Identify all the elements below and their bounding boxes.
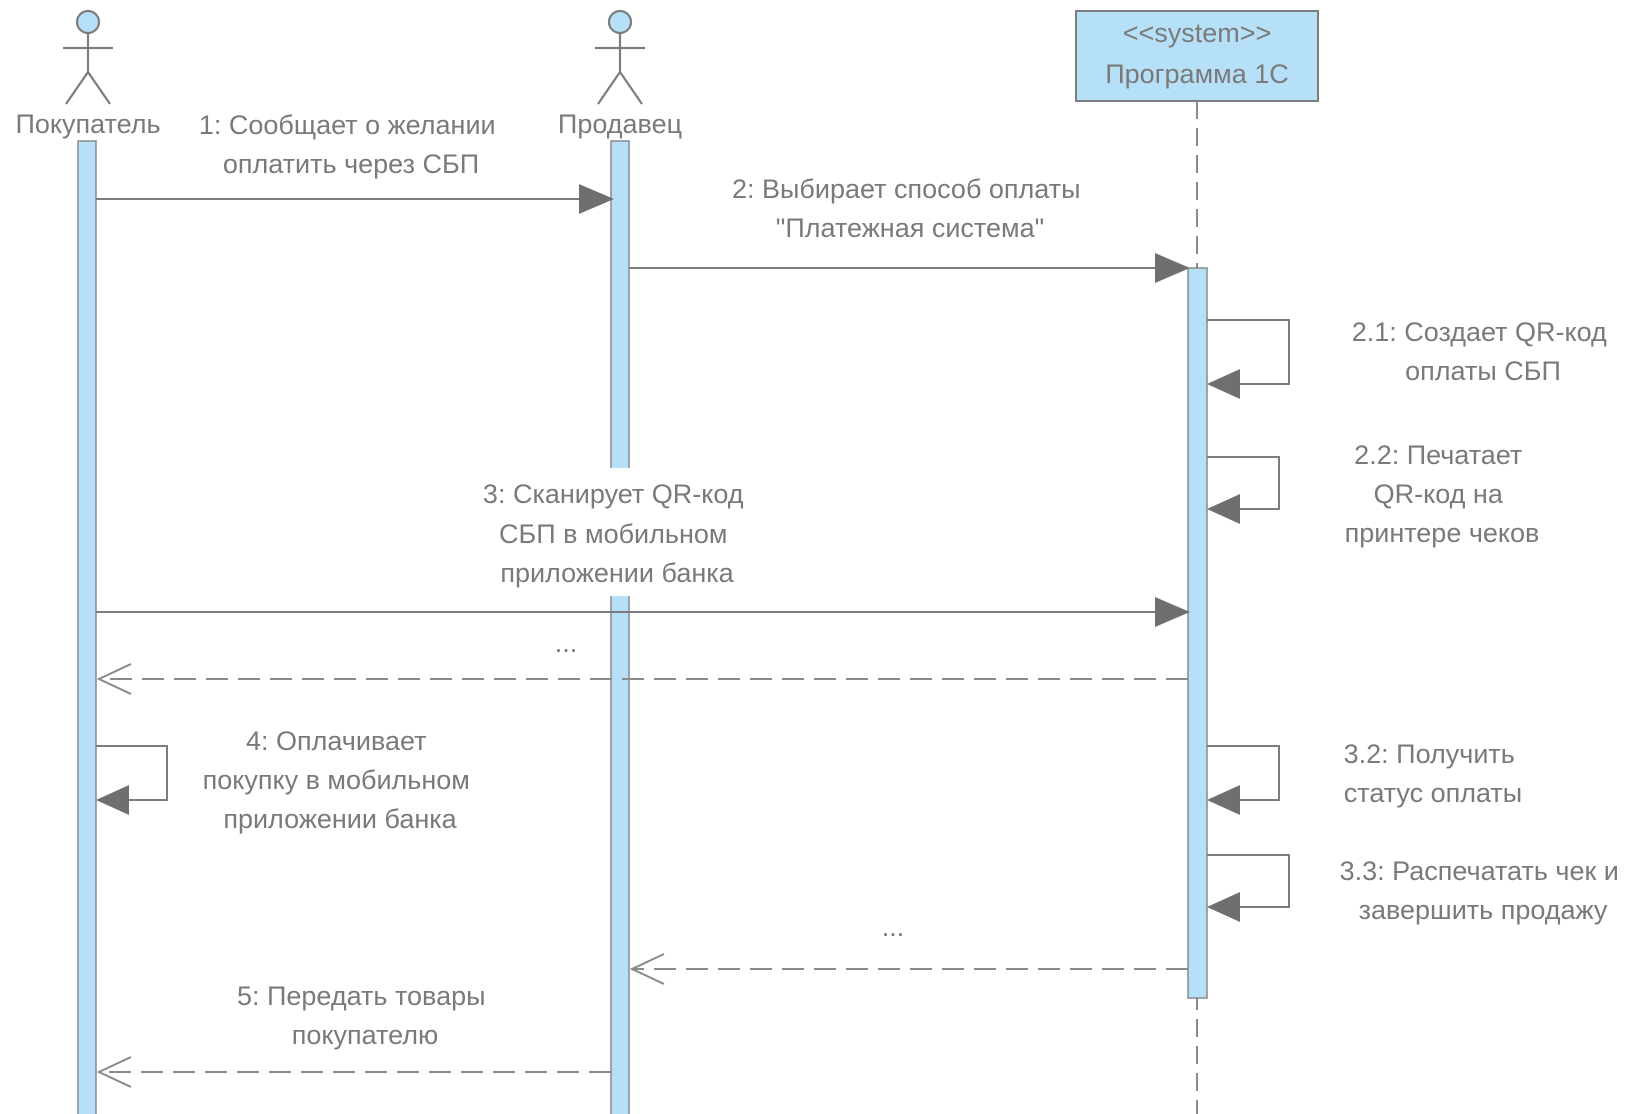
actor-seller-label: Продавец bbox=[558, 109, 682, 139]
seller-activation bbox=[610, 140, 630, 1114]
self-message-2-2 bbox=[1207, 456, 1280, 524]
message-2 bbox=[629, 253, 1190, 283]
reply-2-label: ... bbox=[882, 912, 905, 942]
system-activation bbox=[1187, 267, 1208, 999]
buyer-activation bbox=[77, 140, 97, 1114]
message-3-2-label: 3.2: Получить статус оплаты bbox=[1344, 739, 1523, 808]
self-message-2-1 bbox=[1207, 319, 1290, 399]
actor-seller: Продавец bbox=[558, 9, 682, 139]
message-2-label: 2: Выбирает способ оплаты "Платежная сис… bbox=[732, 174, 1088, 243]
message-3-label-bg bbox=[470, 468, 770, 596]
message-2-2-label: 2.2: Печатает QR-код на принтере чеков bbox=[1345, 440, 1540, 548]
message-5 bbox=[96, 1056, 611, 1088]
actor-buyer: Покупатель bbox=[15, 9, 161, 139]
message-4-label: 4: Оплачивает покупку в мобильном прилож… bbox=[203, 726, 478, 834]
reply-2 bbox=[629, 953, 1188, 985]
system-box: <<system>> Программа 1С bbox=[1075, 10, 1319, 102]
actor-buyer-label: Покупатель bbox=[15, 109, 160, 139]
message-1 bbox=[96, 184, 614, 214]
system-stereotype: <<system>> bbox=[1123, 18, 1272, 48]
message-2-1-label: 2.1: Создает QR-код оплаты СБП bbox=[1352, 317, 1615, 386]
self-message-3-3 bbox=[1207, 854, 1290, 922]
system-label: Программа 1С bbox=[1105, 59, 1288, 89]
self-message-3-2 bbox=[1207, 745, 1280, 815]
message-3-label: 3: Сканирует QR-код СБП в мобильном прил… bbox=[483, 479, 751, 588]
message-5-label: 5: Передать товары покупателю bbox=[237, 981, 493, 1050]
message-3-3-label: 3.3: Распечатать чек и завершить продажу bbox=[1340, 856, 1627, 925]
self-message-4 bbox=[96, 745, 168, 815]
reply-1 bbox=[96, 663, 1188, 695]
reply-1-label: ... bbox=[555, 628, 578, 658]
message-3 bbox=[96, 597, 1190, 627]
message-1-label: 1: Сообщает о желании оплатить через СБП bbox=[199, 110, 503, 179]
